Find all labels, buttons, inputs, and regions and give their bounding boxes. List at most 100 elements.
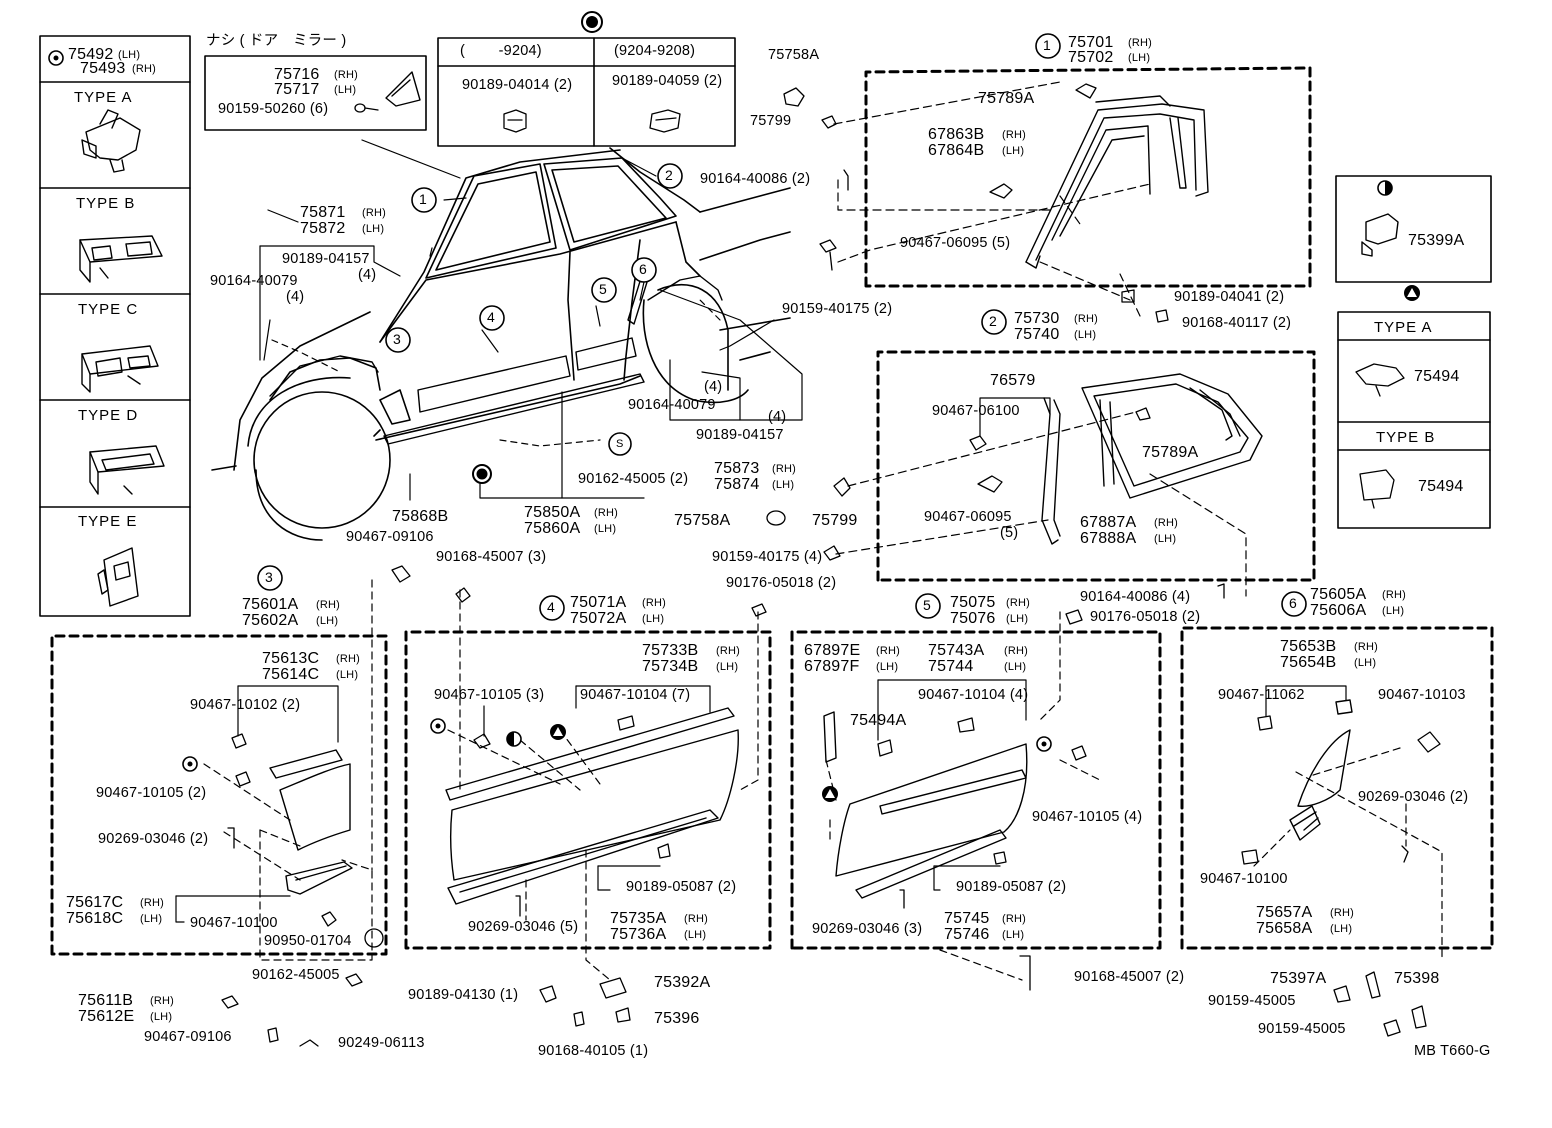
part-90164-40079-b: 90164-40079 — [628, 397, 716, 413]
type-b-bracket-icon — [79, 235, 163, 283]
part-75871: 75871 — [300, 204, 346, 221]
part-90467-06100: 90467-06100 — [932, 403, 1020, 419]
part-75743a-side: (RH) — [1004, 645, 1029, 657]
part-75789a-group1: 75789A — [978, 90, 1035, 107]
part-90467-09106-b: 90467-09106 — [144, 1029, 232, 1045]
part-67897f-side: (LH) — [876, 661, 899, 673]
part-90189-04157-b: 90189-04157 — [696, 427, 784, 443]
part-90189-04157-a: 90189-04157 — [282, 251, 370, 267]
part-75799-top: 75799 — [750, 113, 792, 129]
clip-75494-a-icon — [1355, 363, 1405, 397]
part-90176-05018-2a: 90176-05018 (2) — [726, 575, 837, 591]
part-90168-40117: 90168-40117 (2) — [1182, 315, 1292, 331]
part-90269-03046-2a: 90269-03046 (2) — [98, 831, 209, 847]
legend-side-2: (RH) — [132, 63, 157, 75]
group-4-dashed-frame — [404, 630, 772, 950]
group-4-side-rh: (RH) — [642, 597, 667, 609]
group-1-part-rh: 75701 — [1068, 34, 1114, 51]
group-1-window-frame — [1025, 95, 1209, 269]
part-75396: 75396 — [654, 1010, 700, 1027]
part-75613c-side: (RH) — [336, 653, 361, 665]
part-90467-10104-4: 90467-10104 (4) — [918, 687, 1029, 703]
group-4-leaders — [447, 589, 759, 981]
callout-6-label: 6 — [639, 261, 647, 277]
part-75618c: 75618C — [66, 910, 124, 927]
part-90164-40079-a-qty: (4) — [286, 289, 305, 305]
callout-1-label: 1 — [419, 191, 427, 207]
part-75850a: 75850A — [524, 504, 581, 521]
group-4-side-lh: (LH) — [642, 613, 665, 625]
part-75398: 75398 — [1394, 970, 1440, 987]
part-67863b-side: (RH) — [1002, 129, 1027, 141]
part-90467-10100-a: 90467-10100 — [190, 915, 278, 931]
part-90467-09106-a: 90467-09106 — [346, 529, 434, 545]
part-90467-10105-2: 90467-10105 (2) — [96, 785, 207, 801]
part-75850a-side: (RH) — [594, 507, 619, 519]
part-75736a: 75736A — [610, 926, 667, 943]
part-75873: 75873 — [714, 460, 760, 477]
clip-75399a-icon — [1361, 213, 1399, 257]
type-a-bracket-icon — [81, 109, 141, 173]
group-6-part-lh: 75606A — [1310, 602, 1367, 619]
group-6-side-lh: (LH) — [1382, 605, 1405, 617]
group-5-callout: 5 — [923, 597, 931, 613]
part-75617c: 75617C — [66, 894, 124, 911]
part-90164-40086-4: 90164-40086 (4) — [1080, 589, 1191, 605]
part-75745: 75745 — [944, 910, 990, 927]
group-6-callout: 6 — [1289, 595, 1297, 611]
group-4-bracket — [483, 685, 711, 891]
part-90176-05018-2b: 90176-05018 (2) — [1090, 609, 1201, 625]
clip-75494-b-icon — [1359, 469, 1395, 509]
part-75614c: 75614C — [262, 666, 320, 683]
legend-type-a-label: TYPE A — [74, 89, 133, 106]
part-75494a: 75494A — [850, 712, 907, 729]
part-75860a: 75860A — [524, 520, 581, 537]
part-67887a: 67887A — [1080, 514, 1137, 531]
car-body-outline — [211, 147, 791, 541]
part-67863b: 67863B — [928, 126, 985, 143]
part-90168-45007-2: 90168-45007 (2) — [1074, 969, 1185, 985]
part-75618c-side: (LH) — [140, 913, 163, 925]
group-2-fastener-icons — [766, 407, 1151, 561]
group-5-leaders — [825, 611, 1101, 981]
group-6-dashed-frame — [1180, 626, 1494, 950]
legend-side-1: (LH) — [118, 49, 141, 61]
type-d-bracket-icon — [89, 445, 165, 495]
part-75658a-side: (LH) — [1330, 923, 1353, 935]
group-2-side-lh: (LH) — [1074, 329, 1097, 341]
group-5-part-rh: 75075 — [950, 594, 996, 611]
part-90159-40175-2: 90159-40175 (2) — [782, 301, 893, 317]
part-75758a-top: 75758A — [768, 47, 820, 63]
part-76579: 76579 — [990, 372, 1036, 389]
mirror-part-1: 75716 — [274, 66, 320, 83]
group-3-dashed-frame — [50, 634, 388, 956]
group-2-side-rh: (RH) — [1074, 313, 1099, 325]
part-75612e-side: (LH) — [150, 1011, 173, 1023]
marker-symbols — [48, 11, 1420, 802]
part-67888a: 67888A — [1080, 530, 1137, 547]
callout-5-label: 5 — [599, 281, 607, 297]
part-75654b: 75654B — [1280, 654, 1337, 671]
part-75758a-mid: 75758A — [674, 512, 731, 529]
group-3-part-rh: 75601A — [242, 596, 299, 613]
group-5-bracket — [877, 679, 1027, 891]
mirror-triangle-icon — [385, 71, 421, 107]
group-1-side-lh: (LH) — [1128, 52, 1151, 64]
part-75736a-side: (LH) — [684, 929, 707, 941]
group-1-dashed-frame — [864, 66, 1312, 288]
part-90159-45005-b: 90159-45005 — [1258, 1021, 1346, 1037]
group-6-side-rh: (RH) — [1382, 589, 1407, 601]
part-90249-06113: 90249-06113 — [338, 1035, 425, 1051]
group-5-fasteners — [877, 583, 1225, 991]
part-90467-06095-5: 90467-06095 (5) — [900, 235, 1011, 251]
triangle-box-frame — [1337, 311, 1491, 529]
group-4-part-lh: 75072A — [570, 610, 627, 627]
part-90189-04157-b-qty: (4) — [768, 409, 787, 425]
part-90269-03046-3: 90269-03046 (3) — [812, 921, 923, 937]
group-3-side-lh: (LH) — [316, 615, 339, 627]
part-75744: 75744 — [928, 658, 974, 675]
group-5-side-rh: (RH) — [1006, 597, 1031, 609]
clip-table-frame — [437, 37, 736, 147]
part-75744-side: (LH) — [1004, 661, 1027, 673]
part-75657a: 75657A — [1256, 904, 1313, 921]
